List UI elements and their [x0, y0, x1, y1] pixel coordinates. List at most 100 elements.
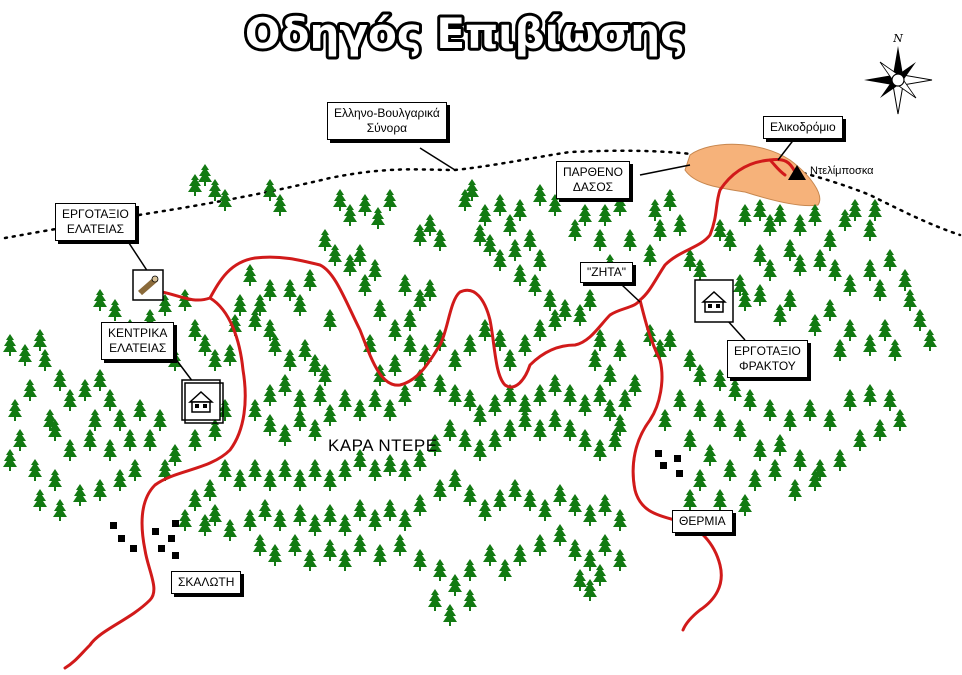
tree-icon	[513, 264, 527, 286]
tree-icon	[898, 269, 912, 291]
tree-icon	[248, 459, 262, 481]
tree-icon	[923, 329, 937, 351]
tree-icon	[243, 509, 257, 531]
tree-icon	[768, 459, 782, 481]
tree-icon	[308, 419, 322, 441]
tree-icon	[153, 409, 167, 431]
tree-icon	[278, 424, 292, 446]
tree-icon	[673, 389, 687, 411]
tree-icon	[463, 484, 477, 506]
tree-icon	[613, 509, 627, 531]
tree-icon	[578, 394, 592, 416]
tree-icon	[273, 509, 287, 531]
tree-icon	[753, 284, 767, 306]
tree-icon	[848, 199, 862, 221]
tree-icon	[103, 389, 117, 411]
tree-icon	[753, 244, 767, 266]
tree-icon	[553, 524, 567, 546]
kara-ntere-label: ΚΑΡΑ ΝΤΕΡΕ	[328, 436, 438, 455]
tree-icon	[783, 289, 797, 311]
tree-icon	[863, 334, 877, 356]
tree-icon	[808, 469, 822, 491]
heliport-label: Ελικοδρόμιο	[770, 120, 836, 134]
tree-icon	[428, 589, 442, 611]
tree-icon	[743, 389, 757, 411]
tree-icon	[738, 289, 752, 311]
compass-rose-icon: N	[864, 32, 933, 115]
tree-icon	[303, 549, 317, 571]
tree-icon	[338, 459, 352, 481]
tree-icon	[178, 289, 192, 311]
tree-icon	[263, 179, 277, 201]
tree-icon	[465, 179, 479, 201]
tree-icon	[93, 479, 107, 501]
tree-icon	[38, 349, 52, 371]
tree-icon	[478, 319, 492, 341]
tree-icon	[188, 319, 202, 341]
tree-icon	[368, 389, 382, 411]
tree-icon	[493, 489, 507, 511]
tree-icon	[683, 349, 697, 371]
tree-icon	[733, 419, 747, 441]
thermia-label: ΘΕΡΜΙΑ	[679, 514, 726, 528]
road-to-skalwti	[63, 296, 247, 670]
tree-icon	[578, 429, 592, 451]
tree-icon	[88, 409, 102, 431]
fraktou-callout: ΕΡΓΟΤΑΞΙΟ ΦΡΑΚΤΟΥ	[727, 340, 808, 378]
tree-icon	[503, 419, 517, 441]
tree-icon	[533, 384, 547, 406]
tree-icon	[643, 244, 657, 266]
tree-icon	[598, 534, 612, 556]
tree-icon	[863, 384, 877, 406]
tree-icon	[323, 404, 337, 426]
tree-icon	[518, 394, 532, 416]
tree-icon	[313, 384, 327, 406]
tree-icon	[258, 499, 272, 521]
tree-icon	[398, 274, 412, 296]
tree-icon	[218, 189, 232, 211]
tree-icon	[123, 429, 137, 451]
tree-icon	[168, 444, 182, 466]
tree-icon	[593, 439, 607, 461]
tree-icon	[403, 334, 417, 356]
tree-icon	[373, 544, 387, 566]
tree-icon	[843, 389, 857, 411]
tree-icon	[103, 439, 117, 461]
partheno-callout: ΠΑΡΘΕΝΟ ΔΑΣΟΣ	[556, 161, 631, 199]
tree-icon	[528, 274, 542, 296]
tree-icon	[503, 349, 517, 371]
tree-icon	[623, 229, 637, 251]
tree-icon	[893, 409, 907, 431]
tree-icon	[548, 409, 562, 431]
tree-icon	[568, 494, 582, 516]
tree-icon	[573, 304, 587, 326]
tree-icon	[433, 229, 447, 251]
kentrika-label-1: ΚΕΝΤΡΙΚΑ	[108, 326, 168, 340]
tree-icon	[663, 329, 677, 351]
tree-icon	[93, 289, 107, 311]
tree-icon	[353, 244, 367, 266]
tree-icon	[548, 309, 562, 331]
tree-icon	[738, 204, 752, 226]
tree-icon	[448, 574, 462, 596]
road-to-thermia	[631, 298, 723, 632]
tree-icon	[808, 314, 822, 336]
tree-icon	[143, 429, 157, 451]
kentrika-label-2: ΕΛΑΤΕΙΑΣ	[109, 341, 167, 355]
tree-icon	[613, 414, 627, 436]
tree-icon	[583, 504, 597, 526]
tree-icon	[208, 419, 222, 441]
tree-icon	[358, 274, 372, 296]
tree-icon	[713, 369, 727, 391]
tree-icon	[388, 354, 402, 376]
tree-icon	[498, 559, 512, 581]
tree-icon	[283, 279, 297, 301]
tree-icon	[833, 339, 847, 361]
tree-icon	[593, 384, 607, 406]
tree-icon	[583, 579, 597, 601]
tree-icon	[693, 469, 707, 491]
tree-icon	[723, 229, 737, 251]
tree-icon	[333, 189, 347, 211]
tree-icon	[493, 194, 507, 216]
zita-label: "ΖΗΤΑ"	[587, 265, 626, 279]
